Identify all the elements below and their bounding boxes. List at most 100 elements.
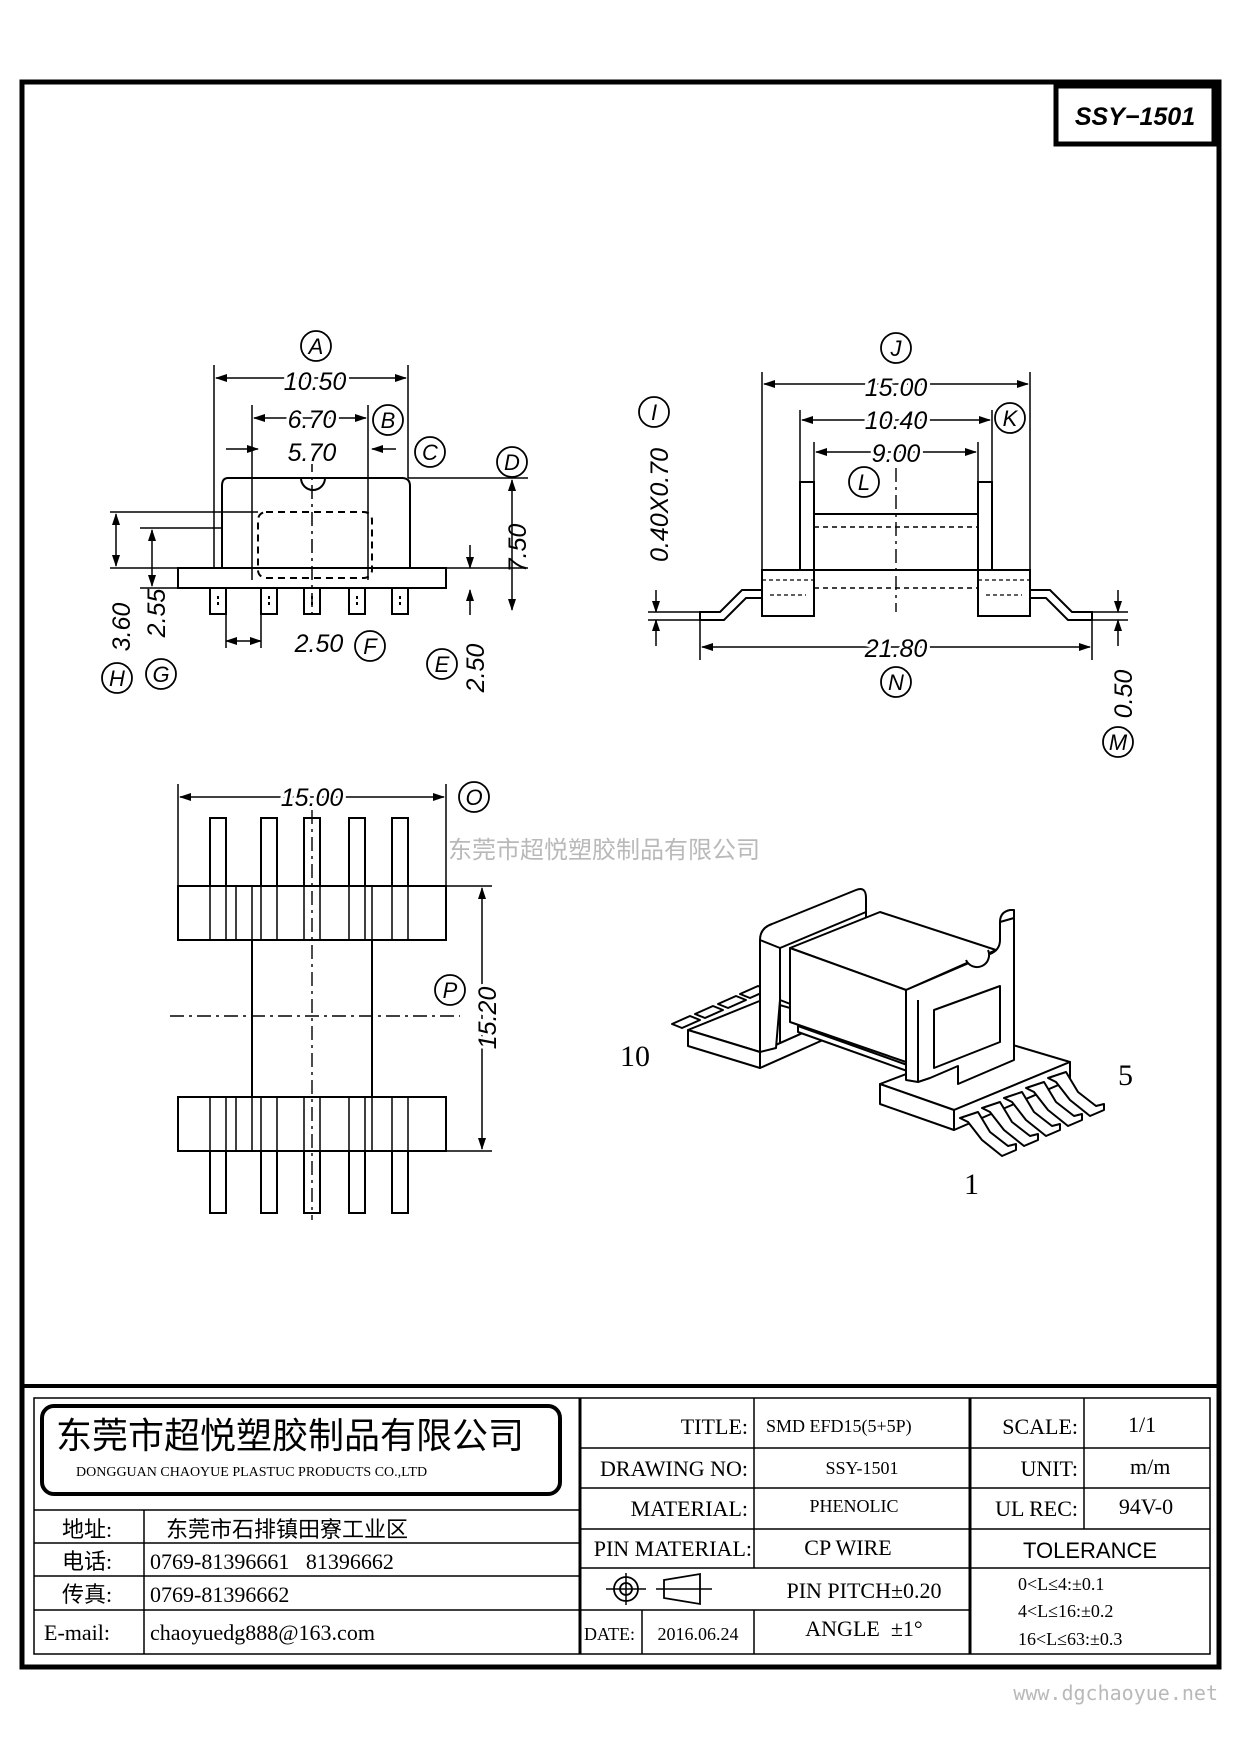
address-label: 地址: (62, 1517, 112, 1542)
side-view-texts: I 0.40X0.70 15.00 J 10.40 K 9.00 L 21.80… (638, 332, 1138, 758)
label-n: N (888, 670, 904, 695)
part-code: SSY−1501 (1075, 103, 1195, 131)
title-block-texts: 东莞市超悦塑胶制品有限公司 DONGGUAN CHAOYUE PLASTUC P… (44, 1412, 1173, 1649)
label-e-circle (426, 648, 458, 680)
label-b: B (381, 408, 396, 433)
angle-value: ANGLE ±1° (805, 1616, 922, 1641)
dim-f: 2.50 (294, 630, 344, 658)
plan-view (170, 784, 492, 1220)
scale-label: SCALE: (1002, 1414, 1078, 1439)
dim-g: 2.55 (143, 589, 171, 639)
material-label: MATERIAL: (631, 1496, 748, 1521)
isometric-pin-numbers: 10 5 1 (620, 1040, 1133, 1201)
side-view-dimensions (652, 380, 1122, 651)
label-m-circle (1102, 726, 1134, 758)
email-value: chaoyuedg888@163.com (150, 1620, 375, 1645)
website-text: www.dgchaoyue.net (1013, 1681, 1218, 1705)
label-k: K (1003, 406, 1019, 431)
tolerance-label: TOLERANCE (1023, 1538, 1157, 1563)
label-f: F (363, 634, 378, 659)
label-f-circle (354, 630, 386, 662)
pin-1-label: 1 (964, 1168, 979, 1201)
dim-k: 10.40 (865, 407, 928, 435)
front-view (110, 365, 528, 648)
label-g-circle (145, 658, 177, 690)
label-h-circle (101, 662, 133, 694)
company-name-en: DONGGUAN CHAOYUE PLASTUC PRODUCTS CO.,LT… (76, 1465, 427, 1480)
address-value: 东莞市石排镇田寮工业区 (166, 1517, 408, 1542)
ul-value: 94V-0 (1119, 1494, 1173, 1519)
email-label: E-mail: (44, 1620, 110, 1645)
dim-o: 15.00 (281, 784, 344, 812)
unit-value: m/m (1130, 1454, 1170, 1479)
dim-m: 0.50 (1110, 670, 1138, 719)
scale-value: 1/1 (1128, 1412, 1156, 1437)
label-j: J (890, 336, 903, 361)
pin-pitch: PIN PITCH±0.20 (786, 1578, 941, 1603)
watermark-text: 东莞市超悦塑胶制品有限公司 (448, 836, 760, 864)
label-k-circle (994, 402, 1026, 434)
pin-material-value: CP WIRE (804, 1535, 891, 1560)
phone-value: 0769-81396661 81396662 (150, 1549, 394, 1574)
dim-p: 15.20 (474, 987, 502, 1050)
label-d-circle (496, 446, 528, 478)
label-b-circle (372, 404, 404, 436)
part-code-box: SSY−1501 (1053, 83, 1217, 147)
date-label: DATE: (584, 1624, 635, 1644)
dim-b: 6.70 (288, 406, 337, 434)
front-view-texts: 10.50 A 6.70 B 5.70 C D 7.50 2.50 E 2.50… (101, 330, 532, 694)
plan-view-dimensions (179, 793, 486, 1150)
dim-l: 9.00 (872, 440, 921, 468)
material-value: PHENOLIC (810, 1496, 899, 1516)
date-value: 2016.06.24 (658, 1624, 739, 1644)
plan-view-texts: 15.00 O P 15.20 (278, 781, 505, 1052)
label-c-circle (414, 436, 446, 468)
pin-material-label: PIN MATERIAL: (594, 1536, 752, 1561)
label-p: P (443, 978, 458, 1003)
title-block (22, 1384, 1219, 1655)
drawing-no-value: SSY-1501 (825, 1458, 898, 1478)
label-i: I (651, 400, 657, 425)
label-l-circle (848, 466, 880, 498)
fax-value: 0769-81396662 (150, 1582, 289, 1607)
tolerance-1: 0<L≤4:±0.1 (1018, 1574, 1104, 1594)
label-a: A (307, 334, 324, 359)
fax-label: 传真: (62, 1582, 112, 1607)
title-label: TITLE: (681, 1414, 748, 1439)
pin-10-label: 10 (620, 1040, 650, 1073)
label-p-circle (434, 974, 466, 1006)
label-g: G (152, 662, 169, 687)
dim-d: 7.50 (504, 524, 532, 573)
label-o-circle (458, 781, 490, 813)
label-a-circle (300, 330, 332, 362)
side-view (648, 372, 1128, 660)
dim-c: 5.70 (288, 439, 337, 467)
dim-i: 0.40X0.70 (646, 448, 674, 562)
label-e: E (435, 652, 450, 677)
title-value: SMD EFD15(5+5P) (766, 1416, 912, 1437)
label-c: C (422, 440, 438, 465)
label-l: L (858, 470, 870, 495)
unit-label: UNIT: (1020, 1456, 1078, 1481)
label-d: D (504, 450, 520, 475)
front-view-dimensions (112, 374, 516, 645)
dim-n: 21.80 (864, 635, 928, 663)
phone-label: 电话: (62, 1549, 112, 1574)
label-i-circle (638, 396, 670, 428)
tolerance-3: 16<L≤63:±0.3 (1018, 1629, 1122, 1649)
label-h: H (109, 666, 125, 691)
label-j-circle (880, 332, 912, 364)
ul-label: UL REC: (995, 1496, 1078, 1521)
drawing-frame (19, 79, 1222, 1670)
label-o: O (465, 785, 482, 810)
pin-5-label: 5 (1118, 1059, 1133, 1092)
label-n-circle (880, 666, 912, 698)
isometric-view (671, 888, 1105, 1157)
dim-a: 10.50 (284, 368, 347, 396)
dim-h: 3.60 (108, 603, 136, 652)
tolerance-2: 4<L≤16:±0.2 (1018, 1601, 1113, 1621)
drawing-no-label: DRAWING NO: (600, 1456, 748, 1481)
dim-j: 15.00 (865, 374, 928, 402)
company-name-cn: 东莞市超悦塑胶制品有限公司 (56, 1416, 524, 1457)
